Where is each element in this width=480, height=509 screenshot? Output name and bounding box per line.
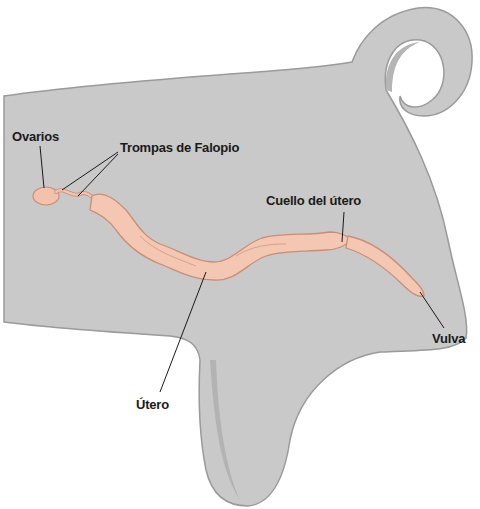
leg-shading (210, 360, 240, 500)
uterus-fold (140, 236, 286, 266)
leader-line (62, 152, 118, 190)
part-label: Cuello del útero (266, 193, 361, 208)
part-label: Útero (136, 397, 169, 412)
leader-line (40, 146, 44, 188)
part-label: Ovarios (12, 129, 59, 144)
tail-shading (386, 42, 420, 92)
body-silhouette (4, 8, 472, 506)
part-label: Trompas de Falopio (120, 140, 239, 155)
leader-line (342, 212, 344, 242)
part-label: Vulva (432, 331, 465, 346)
leader-line (160, 272, 206, 392)
ovary (33, 187, 59, 205)
leader-line (78, 154, 118, 196)
vagina (346, 236, 424, 296)
leader-line (420, 292, 444, 328)
